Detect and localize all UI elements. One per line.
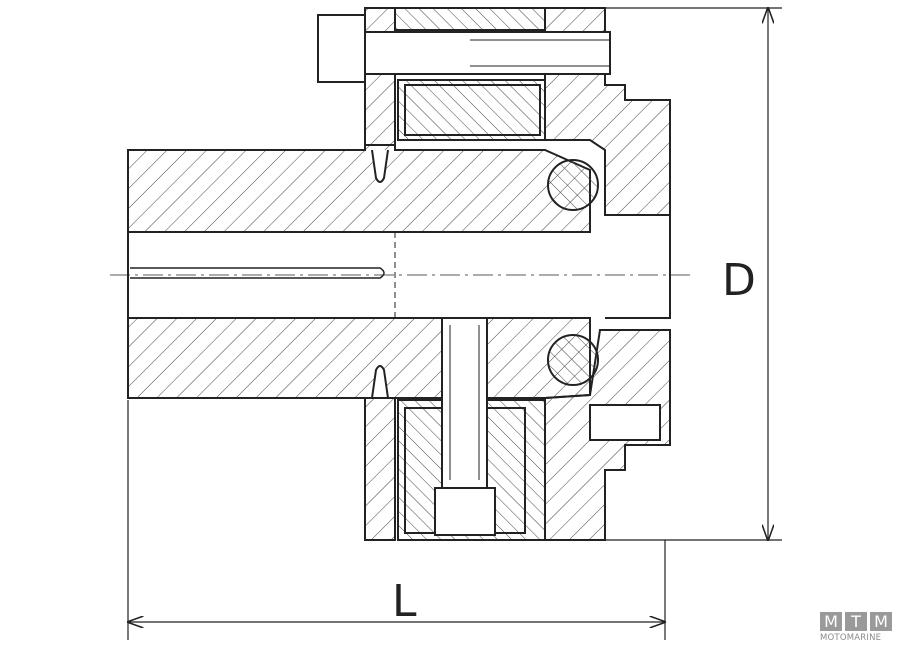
hub-upper [127, 144, 591, 233]
ball-lower [547, 334, 599, 386]
top-bolt-head [317, 14, 366, 83]
lower-bolt-shank [441, 317, 488, 489]
logo-text: MOTOMARINE [820, 633, 882, 643]
top-bolt-shank [364, 31, 611, 75]
left-plate-lower [364, 397, 396, 541]
lower-bolt-head [434, 487, 496, 536]
logo-letter: M [820, 612, 842, 631]
left-plate-upper [364, 7, 396, 146]
ball-upper [547, 159, 599, 211]
hub-lower [127, 317, 591, 399]
dimension-l-label: L [392, 576, 417, 627]
motomarine-logo: M T M MOTOMARINE [820, 612, 898, 646]
dimension-d-label: D [722, 255, 756, 306]
logo-letter: M [870, 612, 892, 631]
friction-block-upper [397, 79, 546, 141]
logo-letter: T [845, 612, 867, 631]
